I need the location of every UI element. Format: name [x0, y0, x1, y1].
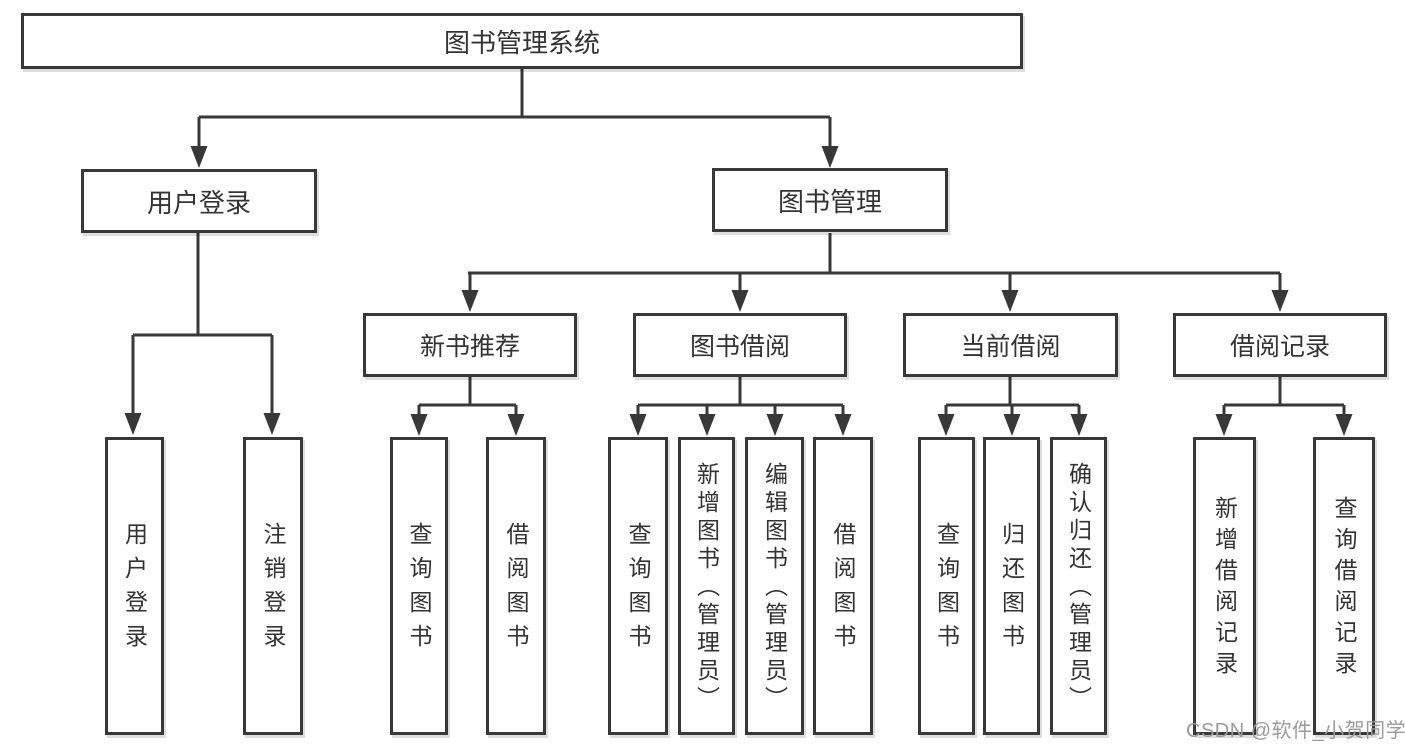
leaf-add-borrow-record: 新增借阅记录 [1193, 437, 1256, 735]
arrowhead-icon [1271, 290, 1289, 312]
leaf-return-book: 归还图书 [983, 437, 1040, 735]
arrowhead-icon [937, 414, 955, 436]
node-new-book-recommend: 新书推荐 [363, 313, 577, 377]
arrowhead-icon [698, 414, 716, 436]
leaf-user-login: 用户登录 [105, 437, 164, 735]
edge-root-to-branches [190, 69, 839, 168]
leaf-query-book-2: 查询图书 [608, 437, 668, 735]
leaf-edit-book-admin: 编辑图书（管理员） [745, 437, 804, 735]
edge-borrow-record-children [1215, 377, 1353, 436]
arrowhead-icon [629, 414, 647, 436]
leaf-query-borrow-record: 查询借阅记录 [1313, 437, 1375, 735]
edge-new-book-children [410, 377, 525, 436]
arrowhead-icon [1003, 414, 1021, 436]
edge-current-borrow-children [937, 377, 1088, 436]
arrowhead-icon [263, 413, 281, 435]
leaf-borrow-book-2: 借阅图书 [813, 437, 873, 735]
leaf-query-book-1: 查询图书 [390, 437, 448, 735]
arrowhead-icon [834, 414, 852, 436]
arrowhead-icon [410, 414, 428, 436]
leaf-borrow-book-1: 借阅图书 [486, 437, 546, 735]
leaf-query-book-3: 查询图书 [918, 437, 975, 735]
arrowhead-icon [766, 414, 784, 436]
leaf-logout: 注销登录 [243, 437, 303, 735]
edge-book-management-children [461, 233, 1289, 312]
node-current-borrow: 当前借阅 [903, 313, 1118, 377]
arrowhead-icon [1070, 414, 1088, 436]
edge-book-borrow-children [629, 377, 852, 436]
leaf-add-book-admin: 新增图书（管理员） [678, 437, 735, 735]
arrowhead-icon [1215, 414, 1233, 436]
node-book-management: 图书管理 [712, 168, 948, 232]
arrowhead-icon [821, 146, 839, 168]
leaf-confirm-return-admin: 确认归还（管理员） [1050, 437, 1107, 735]
arrowhead-icon [1335, 414, 1353, 436]
edge-user-login-children [124, 233, 281, 435]
node-borrow-record: 借阅记录 [1173, 313, 1387, 377]
arrowhead-icon [124, 413, 142, 435]
node-user-login: 用户登录 [81, 169, 317, 233]
watermark: CSDN @软件_小贺同学 [1186, 720, 1405, 742]
node-root: 图书管理系统 [21, 13, 1023, 69]
arrowhead-icon [190, 146, 208, 168]
arrowhead-icon [507, 414, 525, 436]
arrowhead-icon [731, 290, 749, 312]
arrowhead-icon [1001, 290, 1019, 312]
arrowhead-icon [461, 290, 479, 312]
node-book-borrow: 图书借阅 [633, 313, 847, 377]
